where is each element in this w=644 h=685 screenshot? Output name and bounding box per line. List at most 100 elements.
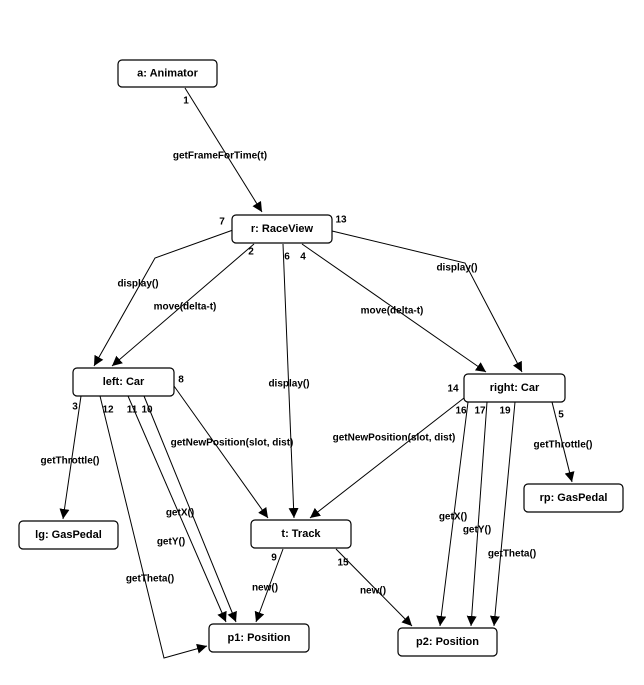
sequence-number: 11 <box>127 405 138 416</box>
message-label: getTheta() <box>126 574 174 585</box>
object-label: p1: Position <box>228 632 291 644</box>
message-track-to-p1-9: 9 new() <box>252 548 284 623</box>
message-arrow <box>173 385 269 519</box>
message-rightcar-to-track-14: 14 getNewPosition(slot, dist) <box>309 384 465 519</box>
message-raceview-to-rightcar-4: 4 move(delta-t) <box>300 243 487 373</box>
message-raceview-to-leftcar-2: 2 move(delta-t) <box>111 243 255 367</box>
sequence-number: 5 <box>558 410 564 421</box>
message-label: getNewPosition(slot, dist) <box>333 433 456 444</box>
message-label: getX() <box>439 512 467 523</box>
message-label: getY() <box>463 525 491 536</box>
message-label: new() <box>252 583 278 594</box>
object-animator: a: Animator <box>117 59 218 88</box>
sequence-number: 17 <box>474 406 486 417</box>
sequence-number: 1 <box>183 96 189 107</box>
message-arrow <box>59 395 82 520</box>
message-label: display() <box>268 379 309 390</box>
object-label: lg: GasPedal <box>35 529 102 541</box>
message-label: getX() <box>166 508 194 519</box>
object-label: left: Car <box>103 376 145 388</box>
object-rightcar: right: Car <box>463 373 566 403</box>
message-raceview-to-leftcar-7: 7 display() <box>93 217 234 367</box>
sequence-number: 10 <box>141 405 153 416</box>
message-label: getThrottle() <box>534 440 593 451</box>
sequence-number: 13 <box>335 215 347 226</box>
sequence-number: 12 <box>102 405 114 416</box>
message-label: getY() <box>157 537 185 548</box>
message-rightcar-to-p2-19: 19 getTheta() <box>488 401 536 627</box>
message-leftcar-to-track-8: 8 getNewPosition(slot, dist) <box>171 375 294 519</box>
message-label: move(delta-t) <box>361 306 424 317</box>
message-rightcar-to-p2-17: 17 getY() <box>463 401 491 627</box>
object-box <box>18 520 119 550</box>
sequence-number: 7 <box>219 217 225 228</box>
object-label: rp: GasPedal <box>540 492 608 504</box>
message-rightcar-to-p2-16: 16 getX() <box>436 401 469 627</box>
sequence-number: 6 <box>284 252 290 263</box>
sequence-number: 2 <box>248 247 254 258</box>
sequence-number: 8 <box>178 375 184 386</box>
message-arrow <box>282 243 299 519</box>
object-lg: lg: GasPedal <box>18 520 119 550</box>
object-track: t: Track <box>250 519 352 549</box>
message-raceview-to-track-6: 6 display() <box>268 243 310 519</box>
sequence-number: 14 <box>447 384 459 395</box>
message-arrow <box>127 395 227 623</box>
sequence-number: 19 <box>499 406 511 417</box>
object-rp: rp: GasPedal <box>523 483 624 513</box>
message-label: getNewPosition(slot, dist) <box>171 438 294 449</box>
message-label: new() <box>360 586 386 597</box>
object-box <box>208 623 310 653</box>
object-box <box>397 627 498 657</box>
object-leftcar: left: Car <box>72 367 175 397</box>
sequence-number: 3 <box>72 402 78 413</box>
message-arrow <box>489 401 516 627</box>
sequence-number: 4 <box>300 252 306 263</box>
object-box <box>231 214 333 244</box>
message-arrow <box>93 229 234 367</box>
object-box <box>72 367 175 397</box>
object-label: a: Animator <box>137 68 198 80</box>
sequence-number: 9 <box>271 553 277 564</box>
sequence-number: 15 <box>337 558 349 569</box>
object-label: p2: Position <box>416 636 479 648</box>
object-p2: p2: Position <box>397 627 498 657</box>
object-label: right: Car <box>490 382 540 394</box>
message-arrow <box>254 548 284 623</box>
message-arrow <box>111 243 255 367</box>
message-label: move(delta-t) <box>154 302 217 313</box>
message-arrow <box>143 395 237 623</box>
message-arrow <box>551 401 575 483</box>
message-label: getThrottle() <box>41 456 100 467</box>
message-leftcar-to-p1-12: 12 getTheta() <box>99 395 208 659</box>
message-arrow <box>301 243 487 373</box>
object-box <box>523 483 624 513</box>
message-label: display() <box>117 279 158 290</box>
object-raceview: r: RaceView <box>231 214 333 244</box>
message-arrow <box>309 397 465 519</box>
sequence-number: 16 <box>455 406 467 417</box>
object-p1: p1: Position <box>208 623 310 653</box>
message-leftcar-to-lg-3: 3 getThrottle() <box>41 395 100 520</box>
message-arrow <box>184 87 263 213</box>
object-box <box>117 59 218 88</box>
message-label: display() <box>436 263 477 274</box>
message-arrow <box>331 230 523 373</box>
message-leftcar-to-p1-10: 10 getX() <box>141 395 237 623</box>
object-box <box>250 519 352 549</box>
message-leftcar-to-p1-11: 11 getY() <box>127 395 227 623</box>
message-rightcar-to-rp-5: 5 getThrottle() <box>534 401 593 483</box>
message-arrow <box>335 548 413 627</box>
message-arrow <box>99 395 208 659</box>
nodes-layer: a: Animator r: RaceView left: Car right: Ca… <box>18 59 624 657</box>
message-arrow <box>466 401 488 627</box>
object-label: r: RaceView <box>251 223 314 235</box>
object-box <box>463 373 566 403</box>
object-label: t: Track <box>281 528 321 540</box>
message-raceview-to-rightcar-13: 13 display() <box>331 215 523 373</box>
message-label: getTheta() <box>488 549 536 560</box>
message-track-to-p2-15: 15 new() <box>335 548 413 627</box>
